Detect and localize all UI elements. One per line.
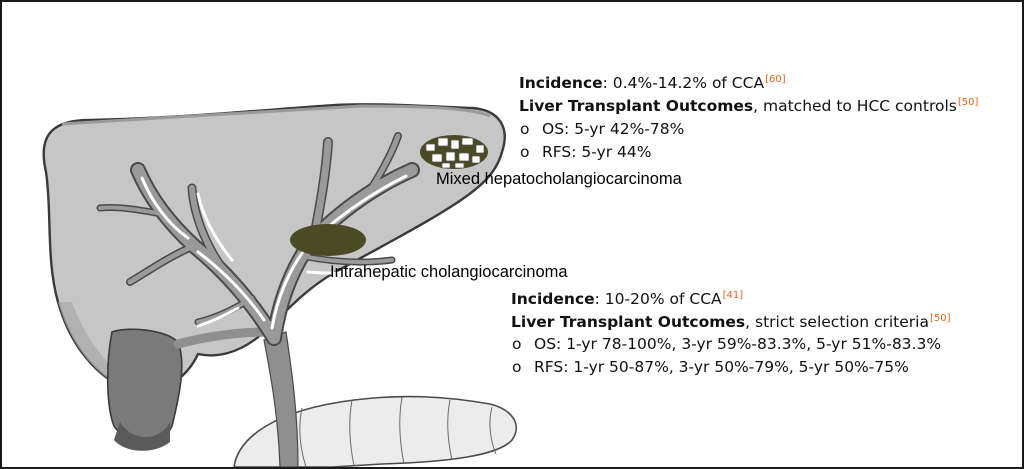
mixed-incidence-ref: [60]	[765, 74, 786, 85]
intrahepatic-incidence-ref: [41]	[722, 290, 744, 301]
intrahepatic-outcomes: Liver Transplant Outcomes, strict select…	[511, 314, 950, 331]
mixed-outcomes: Liver Transplant Outcomes, matched to HC…	[519, 98, 978, 115]
mixed-outcomes-text: , matched to HCC controls	[753, 97, 957, 115]
intrahepatic-bullet-os: o OS: 1-yr 78-100%, 3-yr 59%-83.3%, 5-yr …	[512, 335, 942, 353]
mixed-bullet-os: o OS: 5-yr 42%-78%	[520, 120, 685, 138]
mixed-tumor-label: Mixed hepatocholangiocarcinoma	[436, 170, 682, 188]
intrahepatic-rfs-text: RFS: 1-yr 50-87%, 3-yr 50%-79%, 5-yr 50%…	[534, 358, 909, 376]
mixed-incidence-label: Incidence	[519, 74, 603, 92]
intrahepatic-os-text: OS: 1-yr 78-100%, 3-yr 59%-83.3%, 5-yr 5…	[534, 335, 942, 353]
intrahepatic-outcomes-text: , strict selection criteria	[745, 313, 929, 331]
gallbladder-shadow	[114, 422, 170, 451]
mixed-bullet-rfs: o RFS: 5-yr 44%	[520, 143, 652, 161]
mixed-outcomes-label: Liver Transplant Outcomes	[519, 97, 754, 115]
liver-edge-shading	[61, 104, 491, 126]
mixed-os-text: OS: 5-yr 42%-78%	[542, 120, 685, 138]
common-bile-duct	[263, 331, 299, 467]
intrahepatic-tumor-label: Intrahepatic cholangiocarcinoma	[330, 263, 568, 281]
mixed-incidence: Incidence: 0.4%-14.2% of CCA[60]	[519, 75, 786, 92]
intrahepatic-incidence-value: : 10-20% of CCA	[594, 290, 722, 308]
mixed-tumor-cells	[425, 137, 485, 169]
cystic-duct	[173, 327, 271, 349]
intrahepatic-incidence-label: Incidence	[511, 290, 595, 308]
mixed-outcomes-ref: [50]	[957, 97, 979, 108]
bullet-marker: o	[520, 143, 530, 161]
intrahepatic-outcomes-label: Liver Transplant Outcomes	[511, 313, 746, 331]
bullet-marker: o	[512, 358, 522, 376]
intrahepatic-tumor	[290, 224, 366, 256]
intrahepatic-incidence: Incidence: 10-20% of CCA[41]	[511, 291, 743, 308]
intrahepatic-bullet-rfs: o RFS: 1-yr 50-87%, 3-yr 50%-79%, 5-yr 50…	[512, 358, 909, 376]
intrahepatic-outcomes-ref: [50]	[929, 313, 951, 324]
bullet-marker: o	[512, 335, 522, 353]
mixed-rfs-text: RFS: 5-yr 44%	[542, 143, 652, 161]
liver-shadow	[58, 302, 142, 392]
mixed-incidence-value: : 0.4%-14.2% of CCA	[602, 74, 765, 92]
vena-cava-rings	[299, 396, 497, 467]
bullet-marker: o	[520, 120, 530, 138]
gallbladder	[106, 328, 183, 444]
